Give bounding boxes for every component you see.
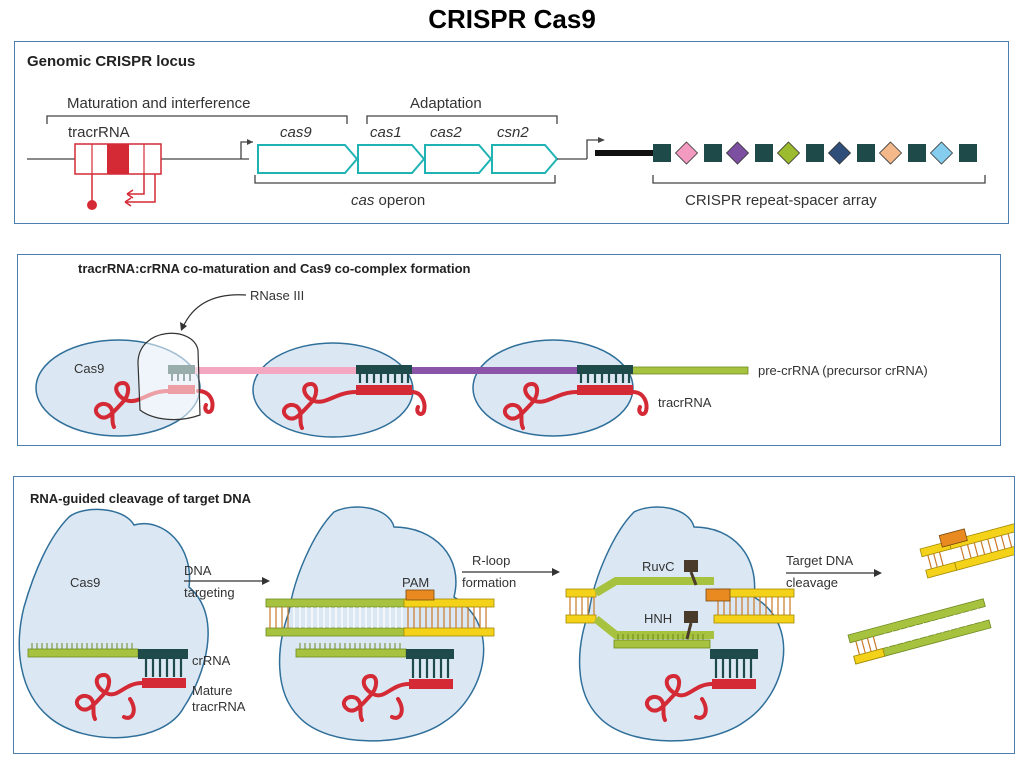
cleaved-fragment-1: [919, 522, 1014, 579]
panel-co-maturation: tracrRNA:crRNA co-maturation and Cas9 co…: [17, 254, 1001, 446]
gene-cas2: [424, 144, 493, 174]
spacer-block: [674, 141, 699, 165]
cas-operon-bracket: [254, 175, 556, 184]
step1-label-line1: DNA: [184, 563, 212, 578]
ruvc-label: RuvC: [642, 559, 675, 574]
crrna-label: crRNA: [192, 653, 231, 668]
hnh-label: HNH: [644, 611, 672, 626]
step3-label-line2: cleavage: [786, 575, 838, 590]
spacer-block: [929, 141, 954, 165]
adaptation-bracket: [366, 115, 558, 124]
cleaved-fragment-2: [847, 598, 992, 665]
gene-label-cas1: cas1: [370, 124, 402, 141]
guide-complex-1: [27, 643, 188, 721]
tracrrna-label-p2: tracrRNA: [658, 395, 712, 410]
gene-label-cas2: cas2: [430, 124, 462, 141]
step2-label-line2: formation: [462, 575, 516, 590]
tracrrna-gene: [74, 143, 162, 210]
array-label: CRISPR repeat-spacer array: [685, 192, 877, 209]
co-maturation-diagram: tracrRNA:crRNA co-maturation and Cas9 co…: [35, 261, 928, 438]
repeat-block: [806, 144, 824, 162]
repeat-block: [653, 144, 671, 162]
pam-label: PAM: [402, 575, 429, 590]
hnh-domain: [684, 611, 698, 623]
gene-label-csn2: csn2: [497, 124, 529, 141]
precrrna-spacer-pink: [193, 367, 358, 374]
duplex-3: [577, 365, 633, 395]
rnase-iii-shape: [137, 332, 201, 421]
tracrrna-loops: [93, 380, 649, 430]
r-loop-complex-3: [565, 560, 795, 722]
duplex-2: [356, 365, 412, 395]
step3-label-line1: Target DNA: [786, 553, 854, 568]
panel3-title: RNA-guided cleavage of target DNA: [30, 491, 252, 506]
cas9-blob-3: [578, 506, 785, 742]
cas9-label-p3: Cas9: [70, 575, 100, 590]
spacer-block: [776, 141, 801, 165]
cas9-blob-2: [278, 506, 485, 742]
repeat-spacer-array: [653, 141, 977, 165]
mature-tracrrna-line1: Mature: [192, 683, 232, 698]
maturation-bracket: [46, 115, 348, 124]
gene-label-cas9: cas9: [280, 124, 312, 141]
cas-operon-label: cas operon: [351, 192, 425, 209]
array-bracket: [652, 175, 986, 184]
adaptation-label: Adaptation: [410, 95, 482, 112]
gene-cas1: [357, 144, 426, 174]
cas9-label: Cas9: [74, 361, 104, 376]
spacer-block: [827, 141, 852, 165]
page-title: CRISPR Cas9: [428, 4, 596, 34]
repeat-block: [704, 144, 722, 162]
dna-target-complex-2: [265, 589, 495, 722]
mature-tracrrna-line2: tracrRNA: [192, 699, 246, 714]
maturation-label: Maturation and interference: [67, 95, 250, 112]
cas9-blob-1: [18, 508, 209, 739]
gene-cas9: [257, 144, 359, 174]
repeat-block: [857, 144, 875, 162]
panel-genomic-locus: Genomic CRISPR locus Maturation and inte…: [14, 41, 1009, 224]
cleavage-diagram: RNA-guided cleavage of target DNA Cas9 c…: [18, 491, 1014, 742]
rnase-label: RNase III: [250, 288, 304, 303]
cas-genes: [257, 144, 559, 174]
panel1-title: Genomic CRISPR locus: [27, 53, 195, 70]
repeat-block: [908, 144, 926, 162]
precrrna-label: pre-crRNA (precursor crRNA): [758, 363, 928, 378]
step2-label-line1: R-loop: [472, 553, 510, 568]
rnase-pointer-arrow: [182, 294, 247, 328]
leader-sequence: [595, 150, 653, 156]
spacer-block: [725, 141, 750, 165]
tracrrna-label: tracrRNA: [68, 124, 130, 141]
repeat-block: [959, 144, 977, 162]
repeat-block: [755, 144, 773, 162]
promoter-arrow-array: [586, 139, 603, 159]
gene-csn2: [491, 144, 559, 174]
spacer-block: [878, 141, 903, 165]
panel-rna-guided-cleavage: RNA-guided cleavage of target DNA Cas9 c…: [13, 476, 1015, 754]
ruvc-domain: [684, 560, 698, 572]
step1-label-line2: targeting: [184, 585, 235, 600]
genomic-locus-diagram: Genomic CRISPR locus Maturation and inte…: [27, 53, 986, 210]
panel2-title: tracrRNA:crRNA co-maturation and Cas9 co…: [78, 261, 471, 276]
precrrna-spacer-purple: [408, 367, 578, 374]
precrrna-spacer-green: [629, 366, 749, 375]
